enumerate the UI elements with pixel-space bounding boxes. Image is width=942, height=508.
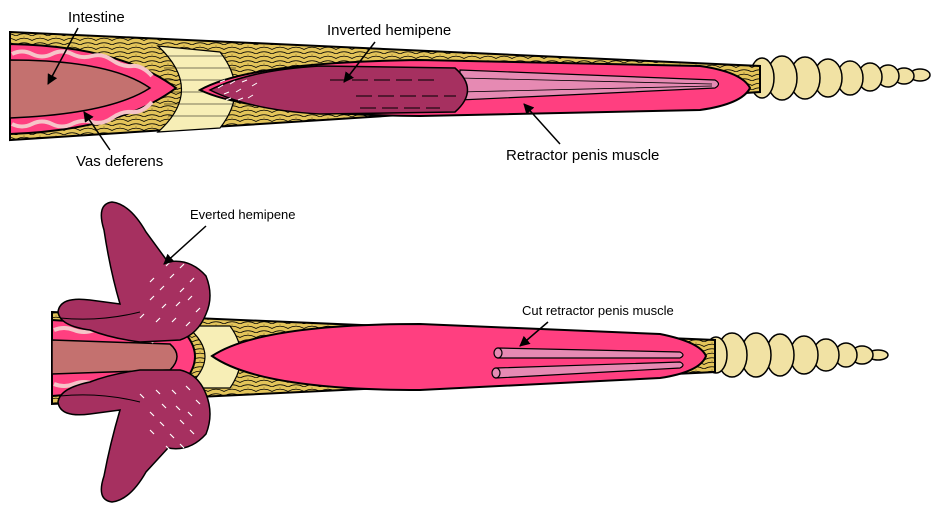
label-vas-deferens: Vas deferens — [76, 153, 163, 170]
bottom-snake-tail — [52, 202, 888, 502]
label-retractor-penis-muscle: Retractor penis muscle — [506, 147, 659, 164]
bottom-tail-segments — [705, 333, 888, 377]
label-inverted-hemipene: Inverted hemipene — [327, 22, 451, 39]
everted-hemipene-lower — [58, 370, 210, 502]
top-tail-segments — [750, 56, 930, 100]
label-everted-hemipene: Everted hemipene — [190, 207, 296, 222]
bottom-intestine — [52, 340, 177, 374]
label-cut-retractor-penis-muscle: Cut retractor penis muscle — [522, 303, 674, 318]
label-intestine: Intestine — [68, 9, 125, 26]
top-snake-tail — [10, 32, 930, 140]
everted-hemipene-upper — [58, 202, 210, 342]
